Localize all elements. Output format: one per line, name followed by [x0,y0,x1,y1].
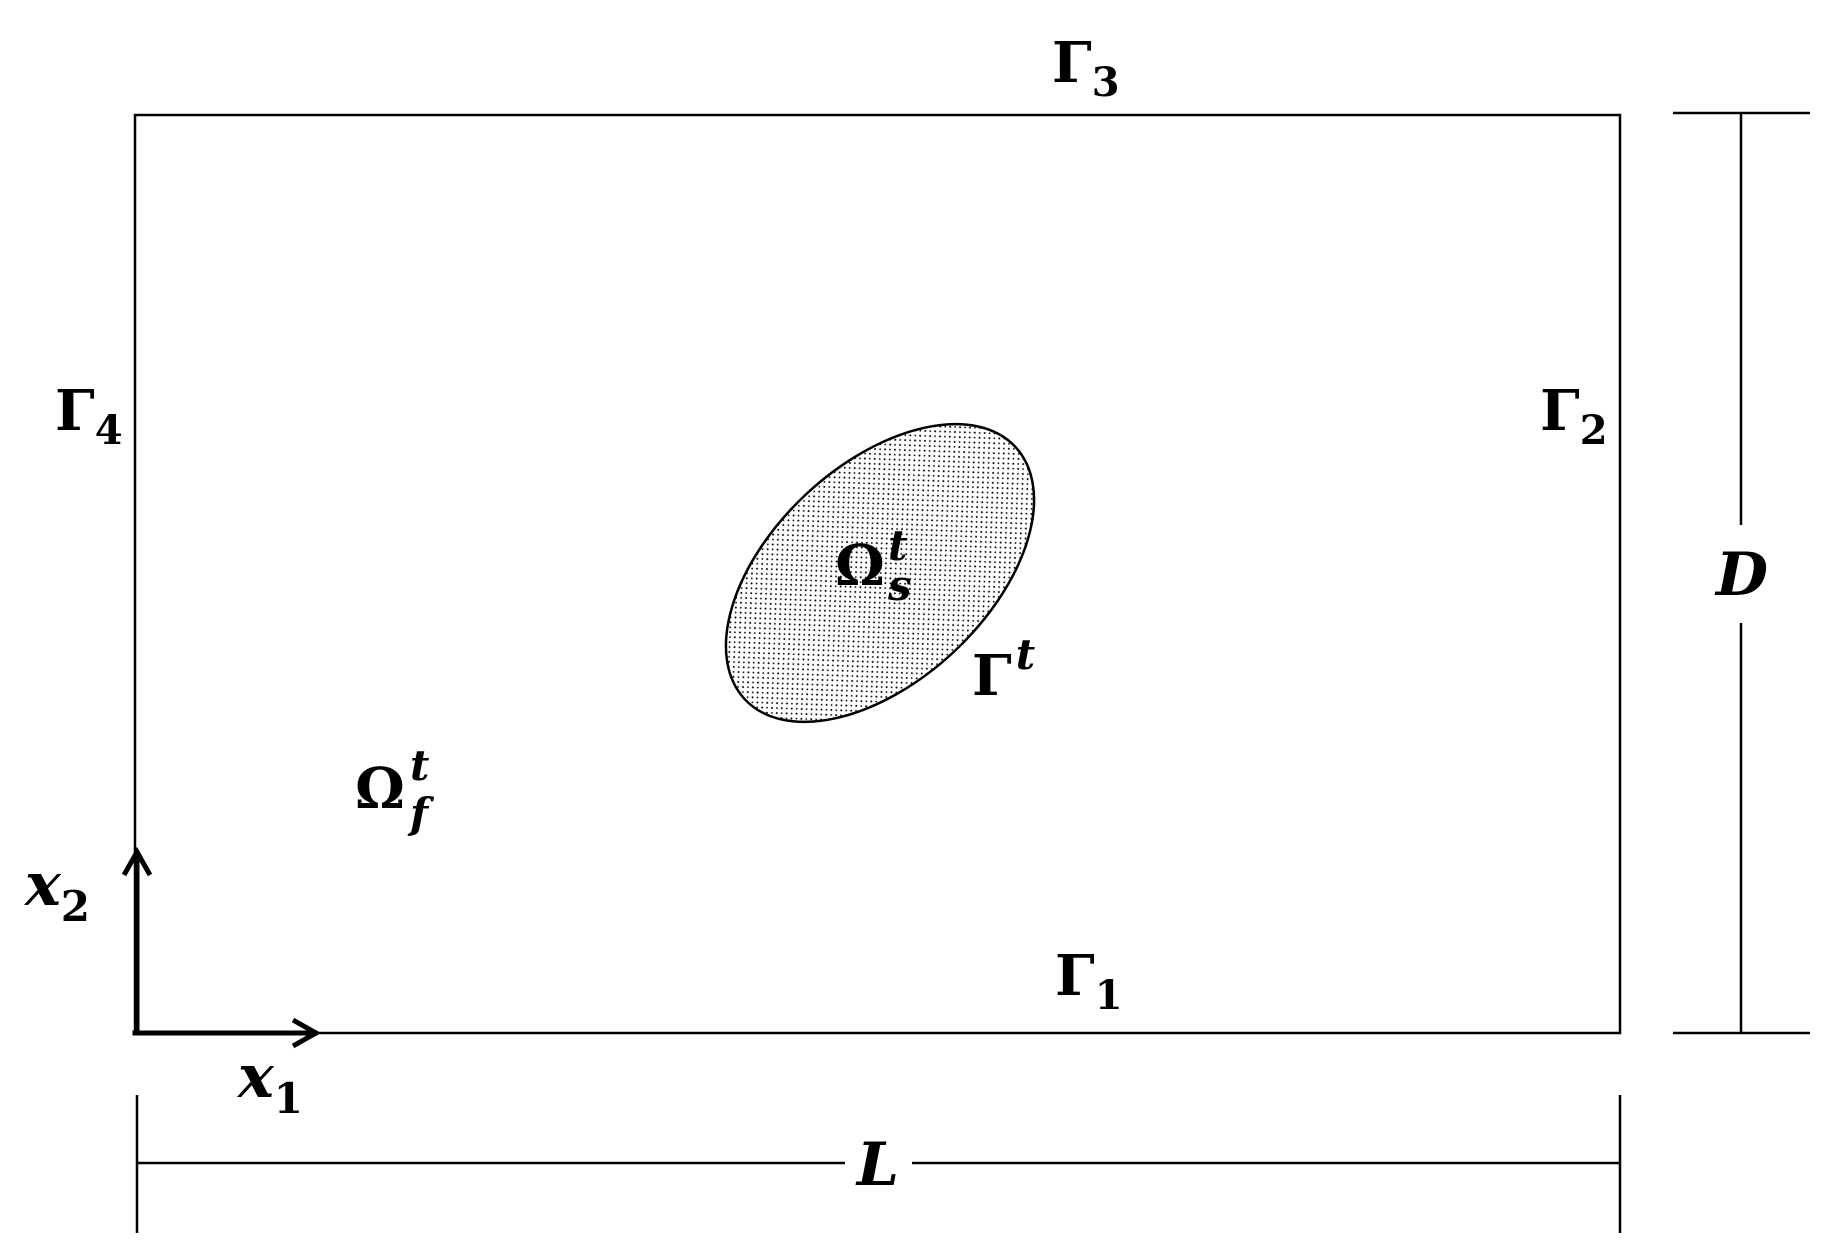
x1-axis-label: x1 [236,1042,303,1123]
omega-f-base: Ω [355,756,405,822]
omega-s-sup: t [888,521,907,570]
x2-arrowhead [121,846,153,877]
gamma-3-label: Γ3 [1052,30,1120,106]
omega-f-sup: t [410,741,429,790]
x2-axis-label: x2 [23,850,90,931]
gamma-t-label: Γt [972,630,1035,709]
length-label: L [855,1130,899,1200]
x1-arrowhead [291,1017,322,1049]
omega-s-sub: s [887,561,912,610]
omega-f-sub: f [407,789,435,838]
height-label: D [1714,540,1768,610]
gamma-1-label: Γ1 [1055,943,1123,1019]
gamma-4-label: Γ4 [55,378,123,454]
solid-body [724,422,1036,724]
gamma-2-label: Γ2 [1540,378,1608,454]
omega-s-base: Ω [835,533,885,599]
domain-boundary [133,113,1622,1035]
